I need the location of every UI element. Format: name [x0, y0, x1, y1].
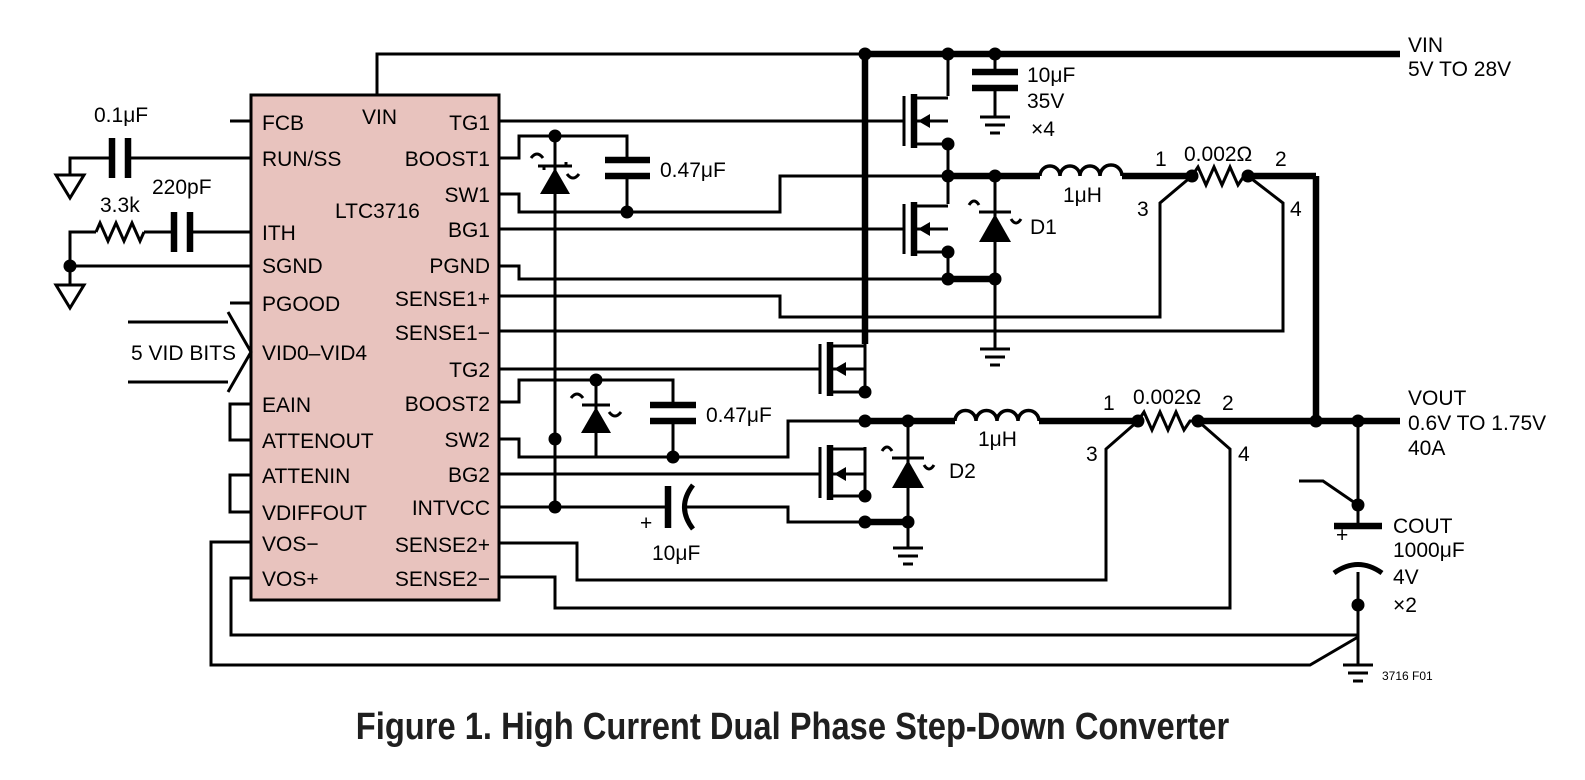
polarity-plus-cout: + [1336, 524, 1348, 547]
label-vout-current: 40A [1408, 437, 1445, 460]
label-pin1-bot: 1 [1103, 392, 1115, 415]
diodes [529, 152, 1023, 488]
pin-pgood: PGOOD [262, 293, 340, 316]
label-cin-2: 35V [1027, 90, 1064, 113]
label-cap-boost2: 0.47μF [706, 404, 772, 427]
grounds [53, 115, 1373, 683]
label-vout-range: 0.6V TO 1.75V [1408, 412, 1546, 435]
label-pin4-bot: 4 [1238, 443, 1250, 466]
label-rsense-1: 0.002Ω [1184, 143, 1252, 166]
label-pin2-top: 2 [1275, 148, 1287, 171]
ic-ltc3716 [249, 93, 501, 602]
polarity-plus-cin: + [640, 512, 652, 535]
wires [68, 52, 1360, 667]
label-ind-2: 1μH [978, 428, 1017, 451]
label-cin-3: ×4 [1031, 118, 1055, 141]
figure-code: 3716 F01 [1382, 669, 1433, 683]
vid-bus-arrow [128, 311, 253, 393]
mosfets [818, 94, 948, 500]
pin-tg1: TG1 [449, 112, 490, 135]
label-cap-boost1: 0.47μF [660, 159, 726, 182]
pin-boost2: BOOST2 [405, 393, 490, 416]
pin-sw1: SW1 [444, 184, 490, 207]
pin-fcb: FCB [262, 112, 304, 135]
power-rails [861, 50, 1400, 526]
ic-right-pins: TG1 BOOST1 SW1 BG1 PGND SENSE1+ SENSE1− … [335, 106, 490, 591]
pin-bg1: BG1 [448, 219, 490, 242]
pin-vos-minus: VOS− [262, 533, 319, 556]
pin-ith: ITH [262, 222, 296, 245]
resistors [94, 163, 1248, 434]
inductors [953, 163, 1124, 422]
pin-vin: VIN [362, 106, 397, 129]
schematic: FCB RUN/SS ITH SGND PGOOD VID0–VID4 EAIN… [53, 34, 1546, 683]
label-cap-ith: 220pF [152, 176, 212, 199]
pin-eain: EAIN [262, 394, 311, 417]
label-cout-2: 4V [1393, 566, 1419, 589]
pin-vdiffout: VDIFFOUT [262, 502, 367, 525]
pin-intvcc: INTVCC [412, 497, 490, 520]
pin-bg2: BG2 [448, 464, 490, 487]
label-cout-1: 1000μF [1393, 539, 1465, 562]
pin-sense2-plus: SENSE2+ [395, 534, 490, 557]
junctions [63, 47, 1365, 612]
pin-attenin: ATTENIN [262, 465, 350, 488]
label-pin2-bot: 2 [1222, 392, 1234, 415]
pin-vid: VID0–VID4 [262, 342, 367, 365]
pin-sw2: SW2 [444, 429, 490, 452]
label-diode-1: D1 [1030, 216, 1057, 239]
pin-boost1: BOOST1 [405, 148, 490, 171]
label-cout-name: COUT [1393, 515, 1453, 538]
pin-run-ss: RUN/SS [262, 148, 341, 171]
label-cout-3: ×2 [1393, 594, 1417, 617]
label-cin-1: 10μF [1027, 64, 1075, 87]
label-ind-1: 1μH [1063, 184, 1102, 207]
pin-tg2: TG2 [449, 359, 490, 382]
ic-left-pins: FCB RUN/SS ITH SGND PGOOD VID0–VID4 EAIN… [262, 112, 374, 591]
label-vin-name: VIN [1408, 34, 1443, 57]
pin-sense1-plus: SENSE1+ [395, 288, 490, 311]
pin-vos-plus: VOS+ [262, 568, 319, 591]
label-pin3-bot: 3 [1086, 443, 1098, 466]
ic-name: LTC3716 [335, 200, 420, 223]
pin-pgnd: PGND [429, 255, 490, 278]
pin-sense2-minus: SENSE2− [395, 568, 490, 591]
component-labels: 0.1μF 3.3k 220pF 5 VID BITS 0.47μF 0.47μ… [94, 34, 1546, 683]
label-pin4-top: 4 [1290, 198, 1302, 221]
label-diode-2: D2 [949, 460, 976, 483]
label-pin3-top: 3 [1137, 198, 1149, 221]
label-rsense-2: 0.002Ω [1133, 386, 1201, 409]
label-cap-run: 0.1μF [94, 104, 148, 127]
figure-caption: Figure 1. High Current Dual Phase Step-D… [355, 706, 1230, 748]
label-vin-range: 5V TO 28V [1408, 58, 1511, 81]
pin-sgnd: SGND [262, 255, 323, 278]
label-vid-bus: 5 VID BITS [131, 342, 236, 365]
label-pin1-top: 1 [1155, 148, 1167, 171]
label-res-ith: 3.3k [100, 194, 140, 217]
capacitors [108, 68, 1384, 576]
pin-sense1-minus: SENSE1− [395, 322, 490, 345]
pin-attenout: ATTENOUT [262, 430, 374, 453]
label-vout-name: VOUT [1408, 387, 1467, 410]
label-cap-intvcc: 10μF [652, 542, 700, 565]
